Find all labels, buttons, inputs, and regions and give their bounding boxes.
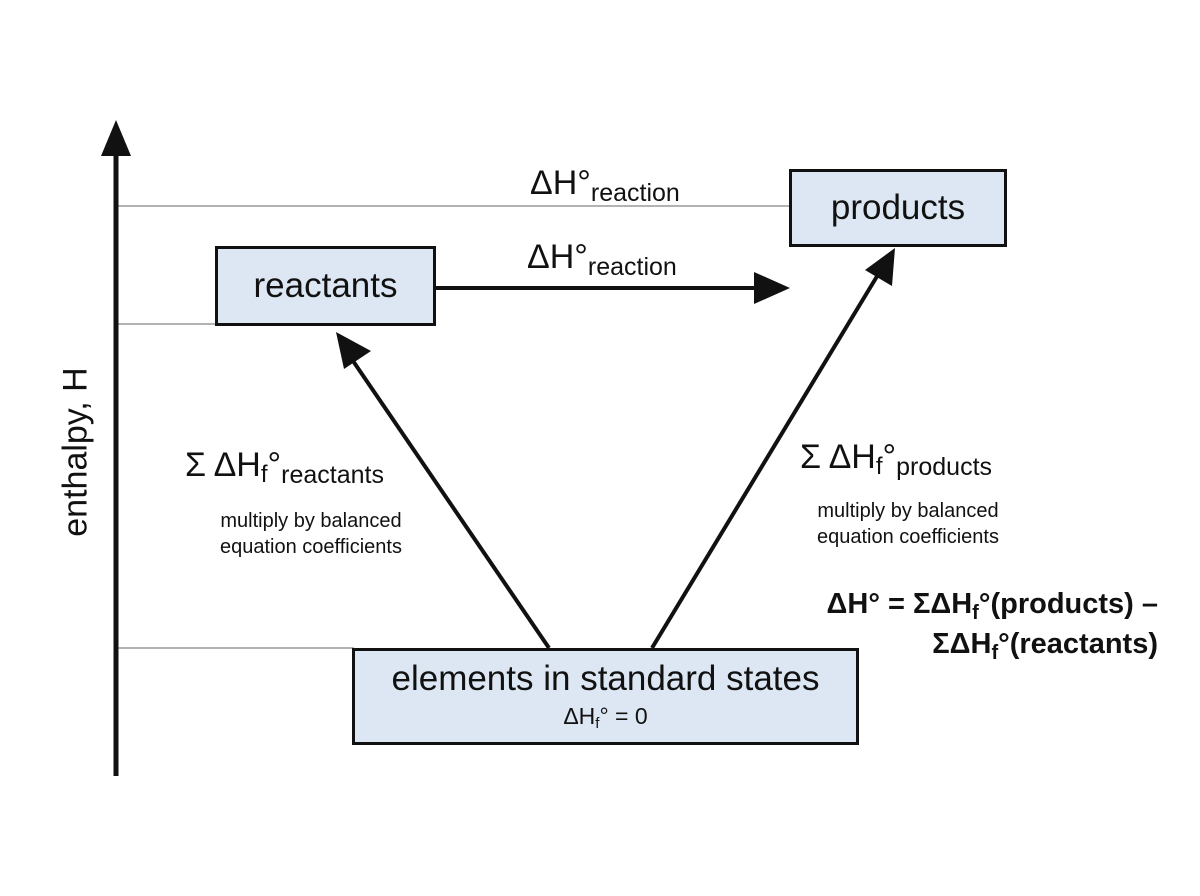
products-formation-arrow-line [650,271,881,650]
formula-line1: ΔH° = ΣΔHf°(products) – [826,588,1158,624]
reactants-box: reactants [215,246,436,326]
products-formation-arrowhead [865,248,895,286]
elements-box: elements in standard states ΔHf° = 0 [352,648,859,745]
reactants-formation-arrow-line [349,356,551,650]
top-reaction-enthalpy-label: ΔH°reaction [530,164,680,207]
reactants-coefficient-note: multiply by balanced equation coefficien… [200,508,422,560]
products-sum-label: Σ ΔHf°products [800,438,993,481]
reactants-label: reactants [253,265,398,305]
arrow-reaction-enthalpy-label: ΔH°reaction [527,238,677,281]
products-note-line2: equation coefficients [817,526,999,548]
elements-label: elements in standard states [391,658,820,698]
products-label: products [830,187,966,227]
reactants-note-line2: equation coefficients [220,536,402,558]
reactants-note-line1: multiply by balanced [220,510,402,532]
reactants-formation-arrowhead [336,332,371,369]
hess-law-formula: ΔH° = ΣΔHf°(products) – ΣΔHf°(reactants) [700,586,1158,666]
y-axis-arrowhead [101,120,131,156]
reaction-arrowhead [754,272,790,304]
products-note-line1: multiply by balanced [817,500,999,522]
elements-delta-h-note: ΔHf° = 0 [563,703,648,733]
formula-line2: ΣΔHf°(reactants) [932,628,1158,664]
y-axis-label: enthalpy, H [56,367,95,537]
products-coefficient-note: multiply by balanced equation coefficien… [797,498,1019,550]
products-box: products [789,169,1007,247]
reactants-sum-label: Σ ΔHf°reactants [185,446,384,489]
